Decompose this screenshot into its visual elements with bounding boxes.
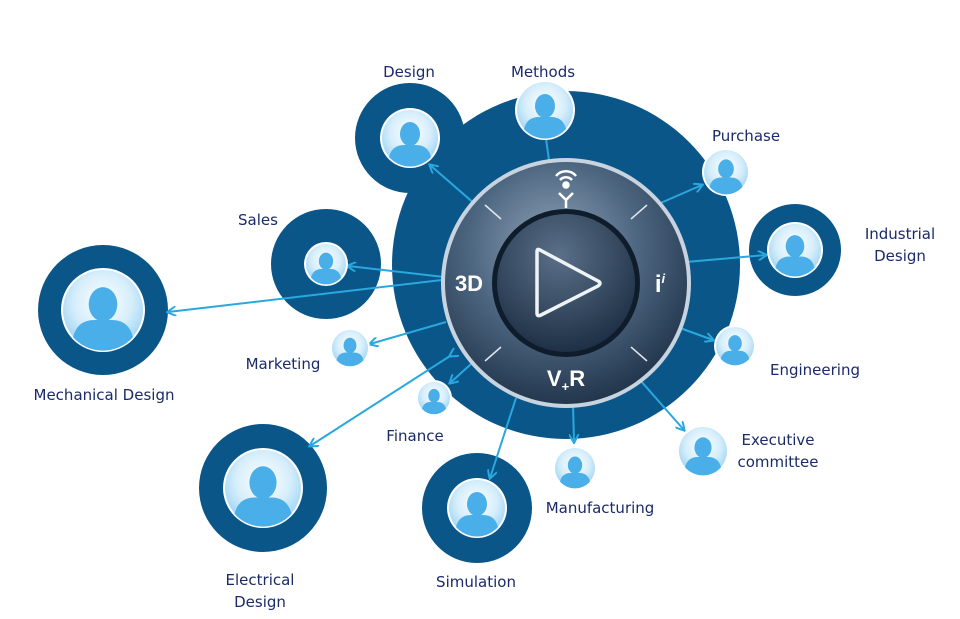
person-icon <box>685 437 721 476</box>
methods-label: Methods <box>510 63 576 81</box>
marketing-avatar[interactable] <box>330 328 370 368</box>
sales-label: Sales <box>238 211 278 229</box>
simulation-avatar[interactable] <box>447 478 507 538</box>
electrical-design-arrow <box>310 356 450 446</box>
methods-avatar[interactable] <box>515 80 575 140</box>
person-icon <box>422 388 446 415</box>
person-icon <box>73 287 133 351</box>
executive-committee-avatar[interactable] <box>677 425 729 477</box>
person-icon <box>234 466 292 527</box>
sales-avatar[interactable] <box>304 242 348 286</box>
marketing-arrow <box>370 321 447 344</box>
person-icon <box>336 337 364 367</box>
person-icon <box>720 335 750 366</box>
engineering-avatar[interactable] <box>714 325 756 367</box>
finance-avatar[interactable] <box>416 380 452 416</box>
design-arrow <box>430 165 477 206</box>
simulation-arrow <box>490 397 517 478</box>
person-icon <box>389 122 431 167</box>
info-label: i <box>654 271 662 298</box>
mechanical-design-label: Mechanical Design <box>33 386 175 404</box>
executive-committee-arrow <box>639 379 684 430</box>
r-label: R <box>569 365 586 391</box>
engineering-arrow <box>679 327 713 340</box>
mechanical-design-arrow <box>168 280 442 312</box>
compass-dial[interactable] <box>441 158 691 408</box>
engineering-label: Engineering <box>770 361 860 379</box>
industrial-design-arrow <box>685 255 766 263</box>
finance-label: Finance <box>386 427 444 445</box>
information-button[interactable]: ii <box>655 271 665 299</box>
manufacturing-avatar[interactable] <box>553 446 597 490</box>
design-avatar[interactable] <box>380 108 440 168</box>
play-icon[interactable] <box>535 247 602 318</box>
mechanical-design-avatar[interactable] <box>61 268 145 352</box>
methods-arrow <box>545 138 550 161</box>
design-label: Design <box>383 63 435 81</box>
purchase-arrow <box>655 185 702 206</box>
v-label: V <box>546 365 562 391</box>
purchase-label: Purchase <box>711 127 781 145</box>
info-superscript: i <box>661 271 666 286</box>
plus-label: + <box>561 379 570 395</box>
person-icon <box>311 252 341 285</box>
manufacturing-arrow <box>573 403 574 442</box>
3d-button[interactable]: 3D <box>454 271 484 296</box>
purchase-avatar[interactable] <box>702 148 750 196</box>
v-plus-r-button[interactable]: V+R <box>547 366 585 394</box>
person-icon <box>560 456 590 489</box>
electrical-design-avatar[interactable] <box>223 448 303 528</box>
simulation-label: Simulation <box>436 573 516 591</box>
compass-antenna-icon[interactable] <box>555 170 577 208</box>
person-icon <box>456 492 498 537</box>
person-icon <box>524 94 566 139</box>
industrial-design-avatar[interactable] <box>767 222 823 278</box>
person-icon <box>709 159 743 195</box>
manufacturing-label: Manufacturing <box>545 499 655 517</box>
marketing-label: Marketing <box>245 355 321 373</box>
person-icon <box>775 235 815 277</box>
